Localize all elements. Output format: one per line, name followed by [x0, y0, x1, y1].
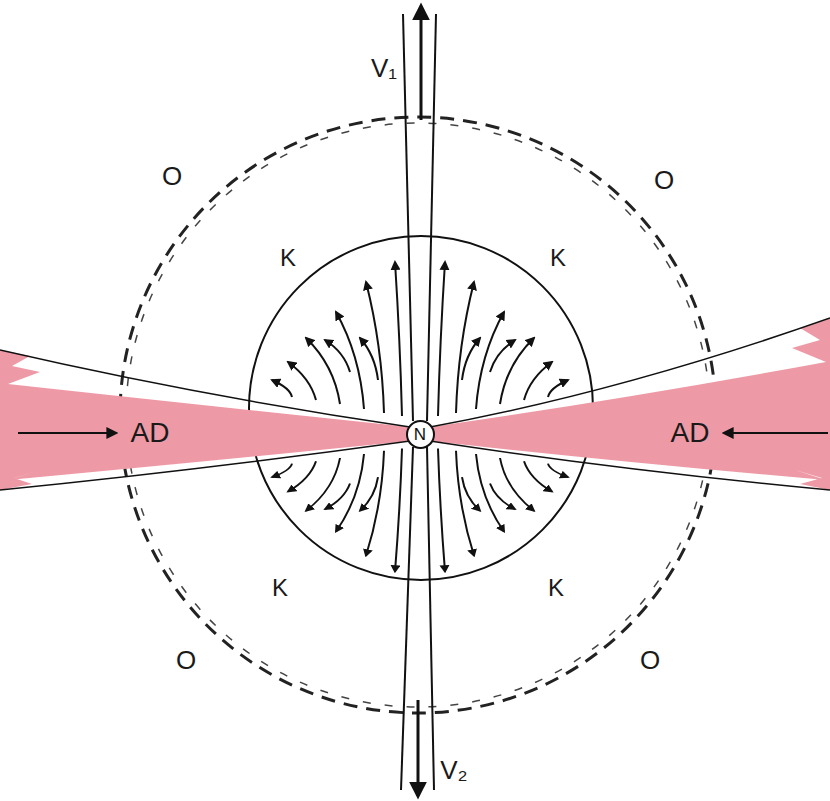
outflow-arrow: [272, 262, 402, 416]
nucleus-label: N: [414, 426, 426, 443]
nucleus-circle: N: [406, 420, 435, 449]
jet: [401, 6, 436, 796]
region-label: O: [654, 167, 674, 193]
region-label: V₁: [371, 55, 397, 81]
inflow-arrow: [18, 432, 116, 434]
accretion-disk-left: [0, 350, 410, 490]
region-label: K: [550, 246, 566, 270]
region-label: V₂: [440, 757, 467, 783]
region-label: AD: [671, 419, 710, 447]
region-label: O: [162, 163, 182, 189]
region-label: K: [280, 246, 296, 270]
corona-circle: [249, 236, 593, 580]
region-label: AD: [131, 419, 170, 447]
region-label: O: [640, 647, 660, 673]
region-label: O: [176, 647, 196, 673]
region-label: K: [548, 576, 564, 600]
region-label: K: [272, 576, 288, 600]
inflow-arrow: [724, 432, 828, 434]
